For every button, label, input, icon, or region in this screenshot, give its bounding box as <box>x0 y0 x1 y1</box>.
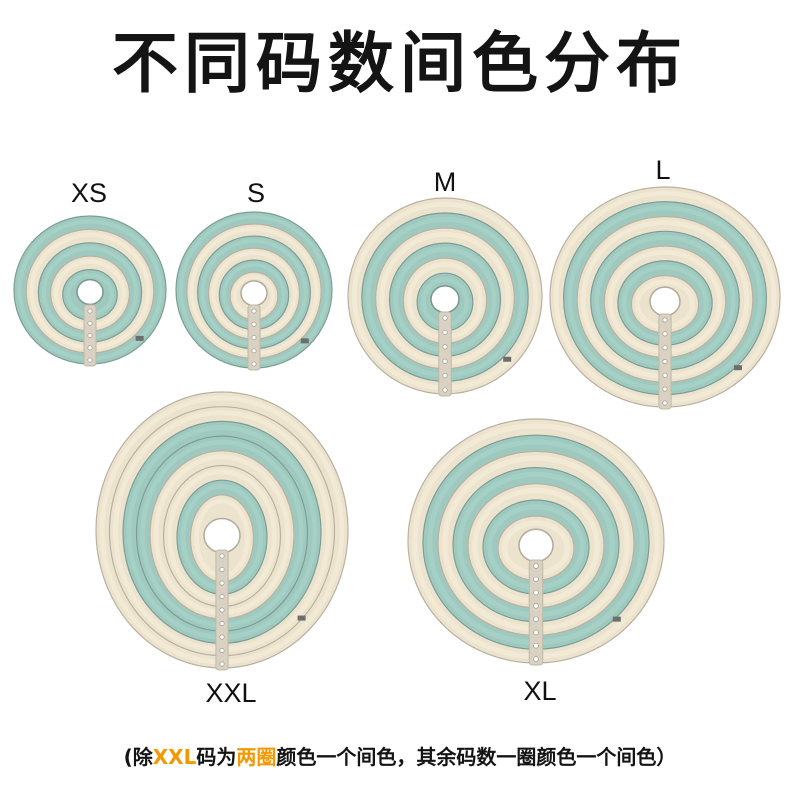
snap-button <box>533 576 539 583</box>
snap-button <box>219 553 225 559</box>
neck-opening <box>203 517 241 554</box>
collar-l-image <box>549 186 781 410</box>
page-title: 不同码数间色分布 <box>112 25 688 102</box>
snap-button <box>533 616 539 622</box>
snap-button <box>251 334 257 341</box>
collar-rings <box>175 211 333 369</box>
snap-button <box>442 358 448 364</box>
snap-button <box>219 661 225 667</box>
snap-button <box>219 593 225 600</box>
size-label-xs: XS <box>70 178 108 208</box>
brand-tag <box>297 615 306 621</box>
snap-button <box>87 345 93 351</box>
snap-button <box>442 387 448 393</box>
snap-button <box>442 329 448 336</box>
snap-button <box>662 372 668 378</box>
collar-s-image <box>175 211 333 371</box>
neck-opening <box>649 286 681 317</box>
collar-xs-image <box>13 215 167 367</box>
snap-button <box>533 603 539 609</box>
fastening-strap <box>528 559 544 666</box>
snap-button <box>251 361 257 367</box>
neck-opening <box>518 528 554 563</box>
snap-button <box>442 315 448 321</box>
snap-button <box>442 344 448 350</box>
snap-button <box>662 400 668 406</box>
snap-button <box>662 386 668 392</box>
snap-button <box>251 321 257 327</box>
collar-rings <box>13 215 167 365</box>
snap-button <box>87 357 93 363</box>
size-label-m: M <box>433 167 457 197</box>
snap-button <box>219 566 225 573</box>
snap-button <box>219 580 225 586</box>
brand-tag <box>734 365 742 371</box>
collar-m-image <box>347 197 543 397</box>
snap-button <box>533 589 539 596</box>
snap-button <box>219 647 225 654</box>
snap-button <box>662 345 668 351</box>
note-prefix: (除 <box>123 745 153 769</box>
snap-button <box>251 308 257 314</box>
fastening-strap <box>438 311 452 397</box>
color-note: (除XXL码为两圈颜色一个间色，其余码数一圈颜色一个间色） <box>0 742 800 772</box>
snap-button <box>87 332 93 339</box>
snap-button <box>662 331 668 337</box>
neck-opening <box>430 285 460 314</box>
snap-button <box>662 358 668 365</box>
brand-tag <box>612 616 621 622</box>
note-highlight-xxl: XXL <box>152 745 197 769</box>
snap-button <box>87 320 93 326</box>
snap-button <box>533 656 539 662</box>
note-middle: 码为 <box>196 745 237 769</box>
snap-button <box>251 348 257 354</box>
size-label-xl: XL <box>523 676 557 706</box>
snap-button <box>533 629 539 636</box>
collar-xl-image <box>407 418 665 666</box>
snap-button <box>219 607 225 613</box>
collar-rings <box>347 197 543 395</box>
size-label-s: S <box>246 178 266 208</box>
note-highlight-two-rings: 两圈 <box>236 745 277 769</box>
snap-button <box>87 308 93 314</box>
snap-button <box>533 563 539 569</box>
collar-rings <box>549 186 781 408</box>
snap-button <box>662 317 668 323</box>
collar-xxl-image <box>95 391 349 671</box>
brand-tag <box>135 335 144 341</box>
size-label-xxl: XXL <box>205 678 257 708</box>
snap-button <box>533 642 539 649</box>
collar-rings <box>407 418 665 664</box>
note-suffix: 颜色一个间色，其余码数一圈颜色一个间色） <box>276 745 677 769</box>
neck-opening <box>240 280 268 307</box>
snap-button <box>219 620 225 627</box>
brand-tag <box>503 356 512 362</box>
brand-tag <box>300 338 309 344</box>
snap-button <box>442 372 448 379</box>
snap-button <box>219 634 225 640</box>
size-label-l: L <box>655 155 671 185</box>
neck-opening <box>76 278 104 306</box>
